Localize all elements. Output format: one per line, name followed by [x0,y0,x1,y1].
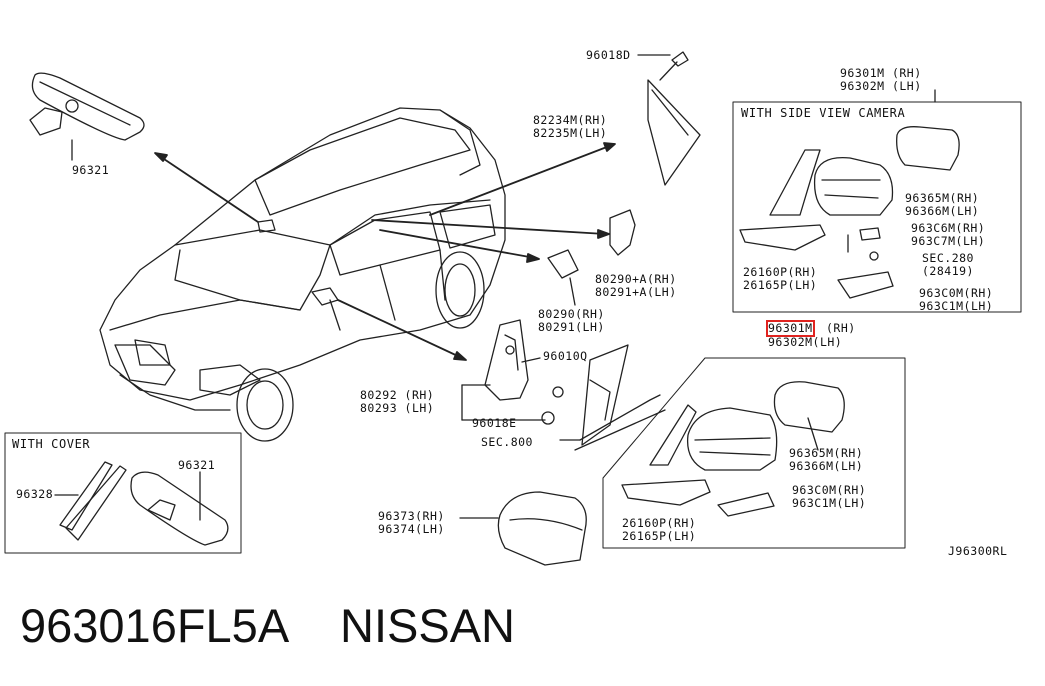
label-80293: 80293 (LH) [360,401,435,415]
label-963C1M-camera: 963C1M(LH) [919,299,994,313]
side-view-camera-parts [732,89,1022,313]
caption-part-number: 963016FL5A [20,599,290,652]
label-80292: 80292 (RH) [360,388,435,402]
label-96301M-rh-top: 96301M (RH) [840,66,922,80]
label-963C0M-camera: 963C0M(RH) [919,286,994,300]
label-80290A: 80290+A(RH) [595,272,677,286]
label-26160P: 26160P(RH) [622,516,697,530]
label-sec280: SEC.280 [922,251,974,265]
caption-brand: NISSAN [340,599,515,652]
label-80291: 80291(LH) [538,320,605,334]
label-96010Q: 96010Q [543,349,588,363]
leader-arrows [154,142,616,361]
label-96321-cover: 96321 [178,458,216,472]
with-cover-parts [4,432,242,554]
label-96365M-camera: 96365M(RH) [905,191,980,205]
label-96373: 96373(RH) [378,509,445,523]
label-26165P-camera: 26165P(LH) [743,278,818,292]
label-96302M-lh-top: 96302M (LH) [840,79,922,93]
mirror-detail-parts [602,357,906,549]
with-side-view-camera-heading: WITH SIDE VIEW CAMERA [741,106,906,120]
label-96301M-highlighted: 96301M [766,320,815,337]
label-26165P: 26165P(LH) [622,529,697,543]
label-96301M-rh: (RH) [826,321,856,335]
door-corner-part [559,344,666,451]
label-26160P-camera: 26160P(RH) [743,265,818,279]
label-96365M: 96365M(RH) [789,446,864,460]
mirror-cover-part [459,491,587,566]
label-96366M-camera: 96366M(LH) [905,204,980,218]
label-96374: 96374(LH) [378,522,445,536]
mirror-corner-trim-part [637,51,701,186]
label-80291A: 80291+A(LH) [595,285,677,299]
with-cover-heading: WITH COVER [12,437,91,451]
label-963C0M: 963C0M(RH) [792,483,867,497]
label-96302M-lh: 96302M(LH) [768,335,843,349]
rearview-mirror-part [29,72,145,161]
triangle-bracket-part [461,319,564,425]
diagram-reference-code: J96300RL [948,544,1008,558]
label-96321-top: 96321 [72,163,110,177]
label-963C1M: 963C1M(LH) [792,496,867,510]
label-80290: 80290(RH) [538,307,605,321]
label-82234M: 82234M(RH) [533,113,608,127]
label-96018D: 96018D [586,48,631,62]
bracket-part [547,209,636,306]
label-963C6M: 963C6M(RH) [911,221,986,235]
label-963C7M: 963C7M(LH) [911,234,986,248]
label-96328: 96328 [16,487,54,501]
label-96366M: 96366M(LH) [789,459,864,473]
label-sec280-sub: (28419) [922,264,974,278]
vehicle-illustration [99,107,506,442]
label-96018E: 96018E [472,416,517,430]
label-82235M: 82235M(LH) [533,126,608,140]
label-sec800: SEC.800 [481,435,533,449]
